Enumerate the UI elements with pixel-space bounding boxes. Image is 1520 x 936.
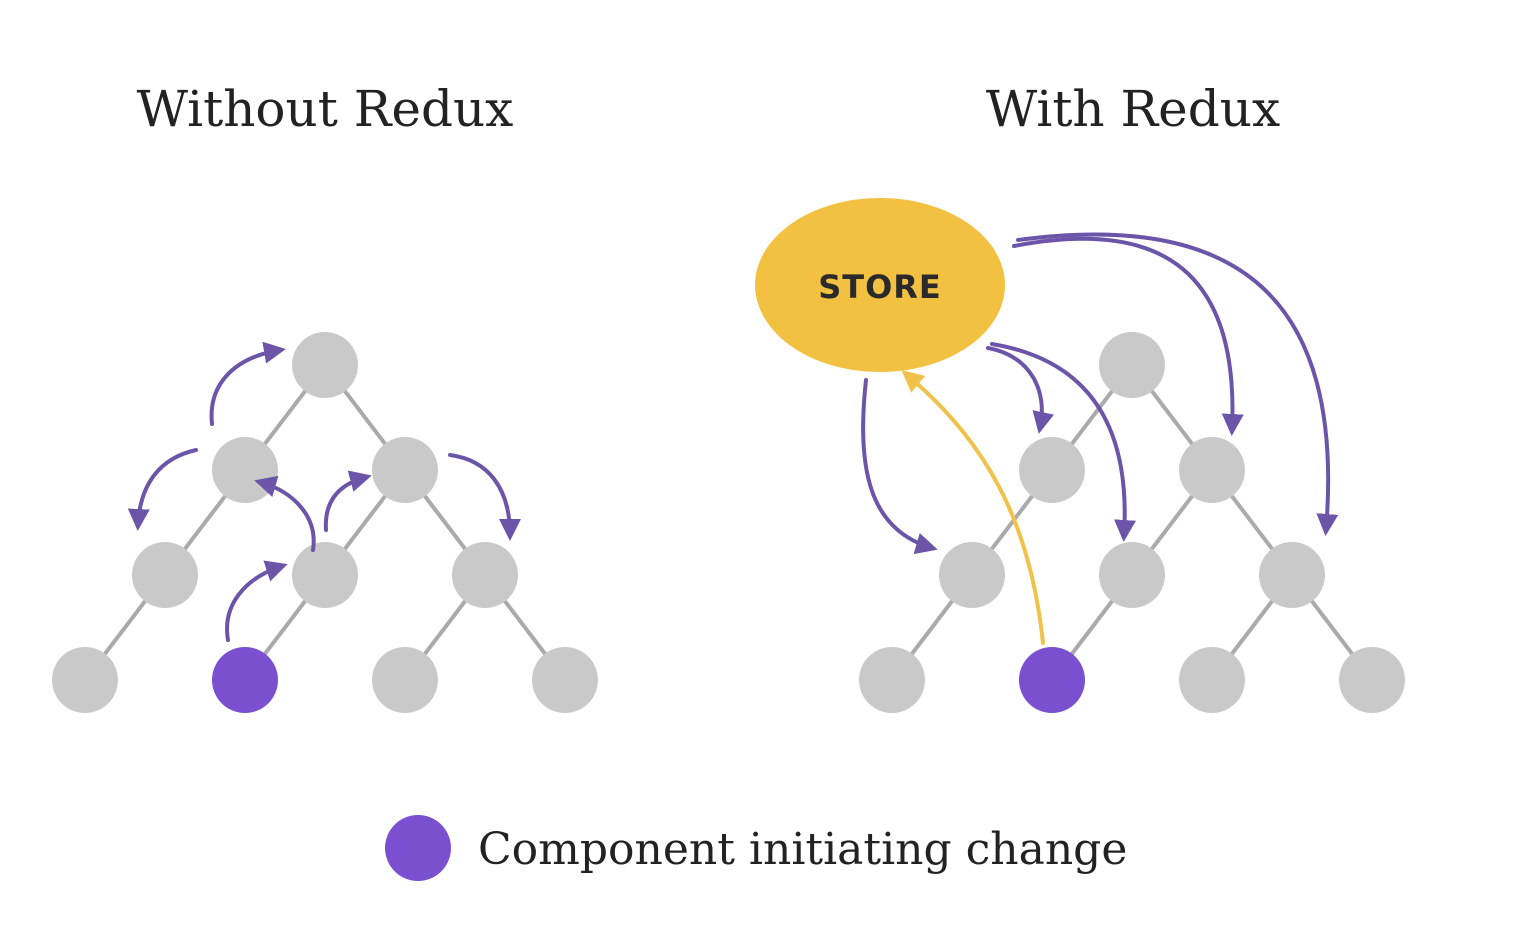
tree-node — [212, 437, 278, 503]
propagation-arrows — [127, 341, 521, 642]
arrow — [209, 341, 286, 426]
arrow — [127, 448, 198, 531]
tree-node — [1099, 332, 1165, 398]
arrow — [225, 560, 288, 642]
initiating-component-node — [212, 647, 278, 713]
arrow — [861, 378, 938, 555]
legend-swatch — [385, 815, 451, 881]
tree-node — [1179, 647, 1245, 713]
arrow — [323, 470, 372, 532]
tree-node — [452, 542, 518, 608]
legend-label: Component initiating change — [478, 824, 1127, 875]
arrow — [254, 475, 316, 552]
with-redux-tree: STORE — [755, 198, 1405, 713]
tree-edges — [890, 363, 1374, 682]
with-redux-title: With Redux — [986, 80, 1280, 138]
legend: Component initiating change — [385, 815, 1127, 881]
arrow — [990, 342, 1136, 542]
arrow — [448, 453, 521, 541]
tree-node — [859, 647, 925, 713]
tree-node — [1019, 437, 1085, 503]
arrow — [986, 346, 1055, 434]
arrow — [1016, 232, 1339, 536]
tree-node — [372, 437, 438, 503]
tree-node — [532, 647, 598, 713]
tree-node — [939, 542, 1005, 608]
initiating-component-node — [1019, 647, 1085, 713]
tree-node — [292, 542, 358, 608]
tree-node — [1339, 647, 1405, 713]
tree-node — [292, 332, 358, 398]
tree-node — [1179, 437, 1245, 503]
tree-node — [372, 647, 438, 713]
store-update-arrow — [901, 370, 1045, 645]
tree-node — [52, 647, 118, 713]
store-subscription-arrows — [861, 232, 1339, 555]
arrow — [1012, 236, 1244, 436]
without-redux-tree — [52, 332, 598, 713]
tree-node — [1259, 542, 1325, 608]
store-label: STORE — [818, 268, 942, 306]
without-redux-title: Without Redux — [137, 80, 514, 138]
tree-node — [1099, 542, 1165, 608]
store-bubble — [755, 198, 1005, 372]
tree-node — [132, 542, 198, 608]
